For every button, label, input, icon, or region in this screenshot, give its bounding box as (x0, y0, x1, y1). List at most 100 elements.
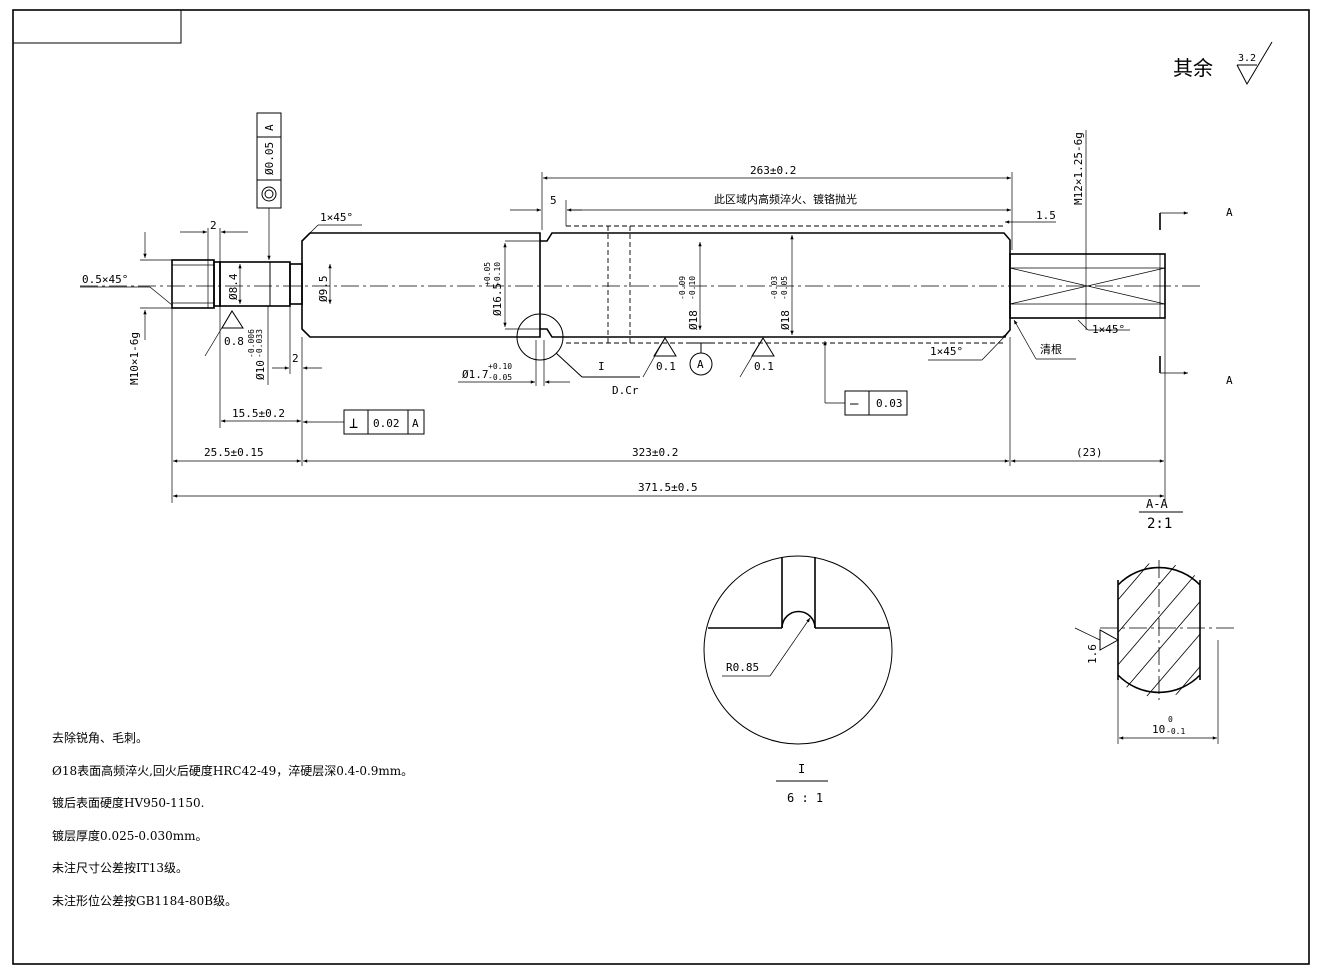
svg-text:+0.05: +0.05 (483, 262, 492, 286)
note-item: 未注形位公差按GB1184-80B级。 (52, 893, 238, 908)
dimension-dia-1-7: Ø1.7 +0.10 -0.05 (458, 340, 570, 386)
svg-text:-0.03: -0.03 (770, 276, 779, 300)
section-view-aa: A-A 2:1 1.6 10 0 -0.1 (1074, 497, 1236, 744)
svg-text:A: A (1226, 206, 1233, 219)
svg-text:1×45°: 1×45° (1092, 323, 1125, 336)
concentricity-frame: A Ø0.05 (256, 112, 282, 260)
svg-text:Ø16.5: Ø16.5 (491, 283, 504, 316)
detail-ref-label: I (598, 360, 605, 373)
svg-text:2: 2 (210, 219, 217, 232)
svg-text:M12×1.25-6g: M12×1.25-6g (1072, 132, 1085, 205)
note-item: 镀后表面硬度HV950-1150. (52, 796, 205, 810)
dimension-dia-8-4: Ø8.4 (227, 264, 242, 304)
svg-text:-0.1: -0.1 (1166, 727, 1185, 736)
title-tab (12, 9, 182, 44)
svg-text:371.5±0.5: 371.5±0.5 (638, 481, 698, 494)
dcr-label: D.Cr (612, 384, 639, 397)
dimension-15-5: 15.5±0.2 (219, 306, 301, 428)
chamfer-1x45-top: 1×45° (304, 211, 362, 239)
svg-text:+0.10: +0.10 (488, 362, 512, 371)
svg-text:0.02: 0.02 (373, 417, 400, 430)
dimension-371-5: 371.5±0.5 (173, 481, 1164, 498)
svg-text:Ø1.7: Ø1.7 (462, 368, 489, 381)
svg-text:1×45°: 1×45° (930, 345, 963, 358)
right-thread-section (1009, 253, 1166, 319)
svg-text:263±0.2: 263±0.2 (750, 164, 796, 177)
svg-text:M10×1-6g: M10×1-6g (128, 332, 141, 385)
svg-text:5: 5 (550, 194, 557, 207)
detail-i-marker (516, 313, 564, 361)
dimension-323: 323±0.2 (303, 337, 1011, 466)
svg-text:0.8: 0.8 (224, 335, 244, 348)
roughness-0-1-b: 0.1 (739, 337, 775, 378)
svg-text:0.1: 0.1 (754, 360, 774, 373)
dimension-dia-9-5: Ø9.5 (317, 264, 332, 304)
dimension-263: 263±0.2 (541, 164, 1013, 250)
svg-text:此区域内高频淬火、镀铬抛光: 此区域内高频淬火、镀铬抛光 (714, 192, 857, 206)
zone-note: 此区域内高频淬火、镀铬抛光 (567, 192, 1011, 212)
chamfer-1x45-right: 1×45° (1077, 319, 1130, 336)
section-marker-a: A A (1159, 206, 1233, 387)
section-width: 10 (1152, 723, 1165, 736)
note-item: Ø18表面高频淬火,回火后硬度HRC42-49，淬硬层深0.4-0.9mm。 (52, 763, 414, 778)
svg-text:—: — (850, 396, 859, 412)
svg-text:A: A (697, 358, 704, 371)
dimension-dia-18-a: Ø18 -0.09 -0.10 (678, 242, 702, 330)
shank-section (301, 232, 541, 338)
note-item: 未注尺寸公差按IT13级。 (52, 861, 189, 875)
detail-view-scale: 6 : 1 (787, 791, 823, 805)
dimension-dia-16-5: Ø16.5 +0.05 -0.10 (483, 243, 507, 327)
svg-text:Ø0.05: Ø0.05 (263, 142, 276, 175)
straightness-frame: — 0.03 (823, 341, 908, 416)
svg-text:0: 0 (1168, 715, 1173, 724)
sheet-border (12, 9, 1310, 965)
svg-text:0.03: 0.03 (876, 397, 903, 410)
svg-text:(23): (23) (1076, 446, 1103, 459)
svg-text:25.5±0.15: 25.5±0.15 (204, 446, 264, 459)
svg-text:清根: 清根 (1040, 342, 1062, 356)
roughness-prefix: 其余 (1173, 56, 1213, 80)
svg-text:2: 2 (292, 352, 299, 365)
perpendicularity-frame: ⊥ 0.02 A (303, 409, 425, 435)
dimension-dia-10: Ø10 -0.006 -0.033 (247, 306, 269, 385)
thread-callout-right: M12×1.25-6g (1072, 130, 1087, 330)
roughness-0-8: 0.8 (204, 310, 244, 357)
technical-notes: 去除锐角、毛刺。 Ø18表面高频淬火,回火后硬度HRC42-49，淬硬层深0.4… (52, 728, 413, 923)
svg-text:A: A (1226, 374, 1233, 387)
svg-text:0.5×45°: 0.5×45° (82, 273, 128, 286)
note-item: 镀层厚度0.025-0.030mm。 (52, 828, 208, 843)
svg-text:Ø8.4: Ø8.4 (227, 273, 240, 300)
svg-text:-0.10: -0.10 (688, 276, 697, 300)
dimension-dia-18-b: Ø18 -0.03 -0.05 (770, 235, 794, 335)
chamfer-0-5x45: 0.5×45° (80, 273, 173, 306)
dimension-25-5: 25.5±0.15 (171, 308, 301, 503)
svg-text:-0.10: -0.10 (493, 262, 502, 286)
detail-circle (703, 555, 893, 745)
svg-text:⊥: ⊥ (349, 414, 358, 432)
svg-text:Ø10: Ø10 (254, 360, 267, 380)
svg-text:-0.006: -0.006 (247, 329, 256, 358)
svg-text:A: A (263, 124, 276, 131)
section-roughness: 1.6 (1086, 644, 1099, 664)
datum-a-symbol: A (689, 342, 713, 376)
svg-text:-0.05: -0.05 (780, 276, 789, 300)
detail-view-i: R0.85 I 6 : 1 (703, 555, 893, 805)
svg-text:Ø9.5: Ø9.5 (317, 276, 330, 303)
svg-text:323±0.2: 323±0.2 (632, 446, 678, 459)
thread-callout-left: M10×1-6g (128, 232, 172, 385)
dimension-1-5: 1.5 (1005, 209, 1056, 224)
roughness-value: 3.2 (1238, 53, 1256, 64)
svg-text:-0.033: -0.033 (255, 329, 264, 358)
dimension-2-top: 2 (180, 219, 248, 262)
section-hatching (1118, 562, 1200, 698)
detail-view-label: I (798, 762, 805, 776)
svg-text:Ø18: Ø18 (687, 310, 700, 330)
general-roughness: 其余 3.2 (1173, 41, 1273, 86)
svg-text:15.5±0.2: 15.5±0.2 (232, 407, 285, 420)
svg-text:Ø18: Ø18 (779, 310, 792, 330)
note-item: 去除锐角、毛刺。 (52, 731, 149, 745)
undercut-note: 清根 (1013, 319, 1076, 360)
svg-text:0.1: 0.1 (656, 360, 676, 373)
dimension-2-bottom: 2 (272, 306, 322, 466)
